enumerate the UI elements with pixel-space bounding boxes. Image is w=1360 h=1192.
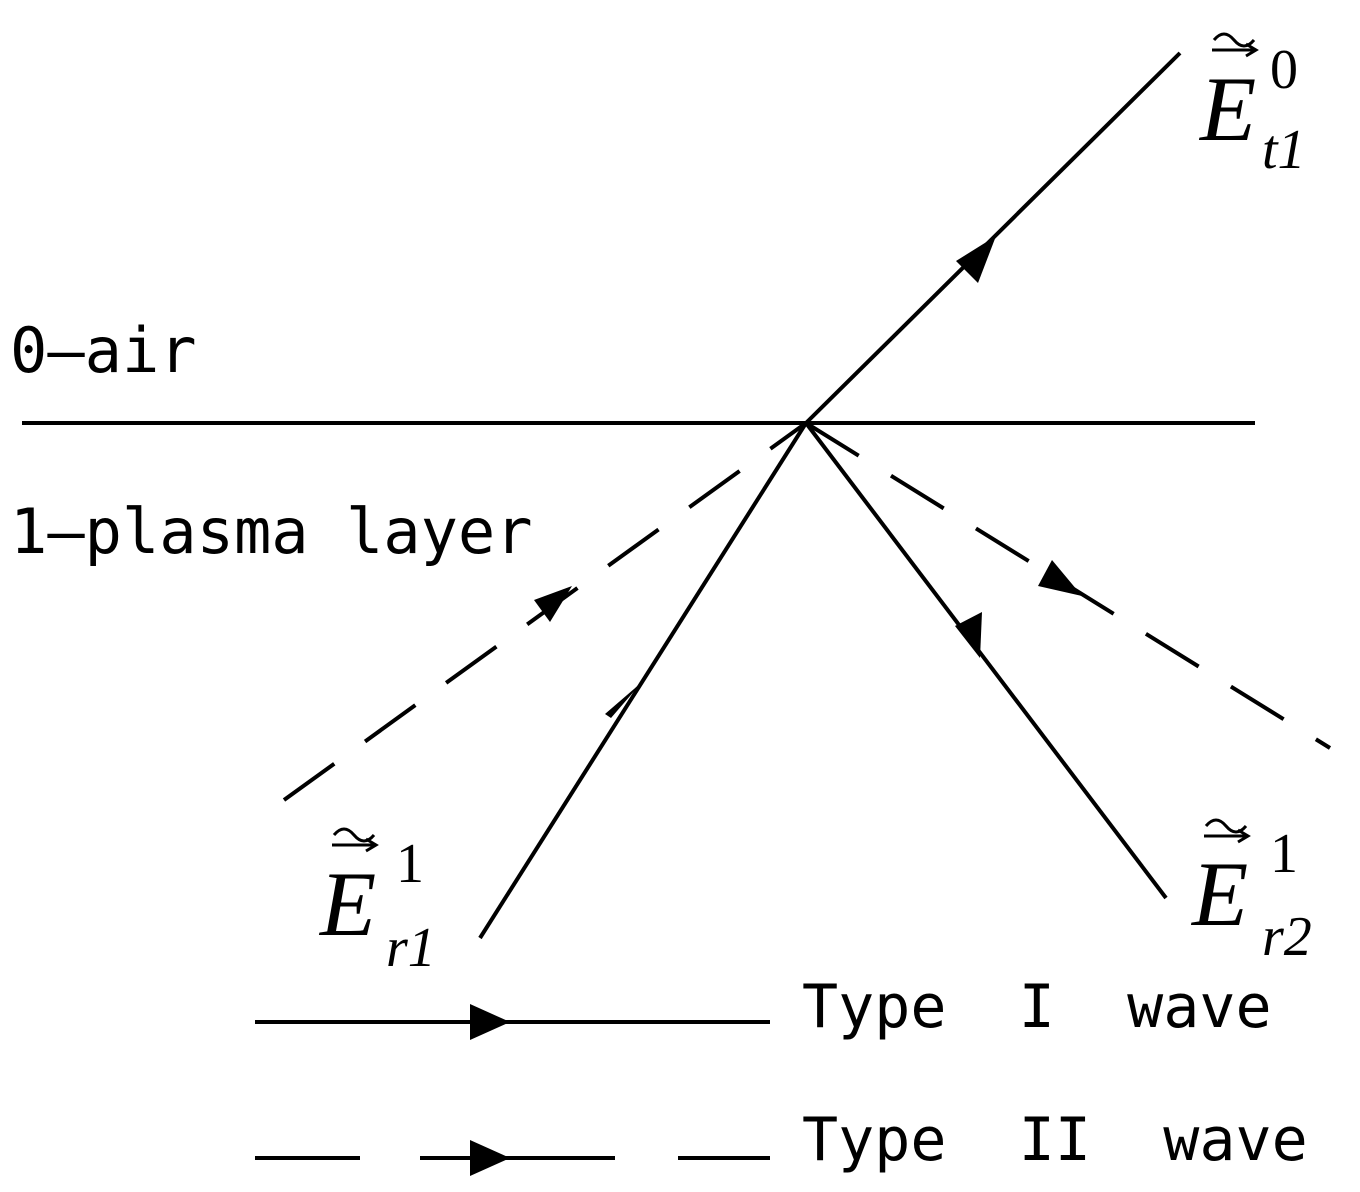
label-reflected: E 1 r2 bbox=[1190, 818, 1312, 968]
incident-ray-arrow bbox=[605, 682, 642, 718]
reflected-ray-type2-arrow bbox=[1038, 560, 1082, 596]
legend-type1-arrow bbox=[470, 1004, 510, 1040]
legend-type2-arrow bbox=[470, 1140, 510, 1176]
label-transmitted: E 0 t1 bbox=[1198, 32, 1306, 181]
label-reflected-base: E bbox=[1190, 843, 1248, 945]
reflected-ray-arrow bbox=[955, 612, 982, 658]
label-reflected-sub: r2 bbox=[1262, 906, 1312, 968]
legend-type2: Type II wave bbox=[255, 1105, 1308, 1176]
reflected-ray-type1 bbox=[804, 421, 1168, 900]
region-label-plasma: 1—plasma layer bbox=[10, 495, 533, 568]
transmitted-ray-arrow bbox=[956, 236, 996, 283]
label-incident-sub: r1 bbox=[386, 917, 436, 979]
legend-type2-label: Type II wave bbox=[802, 1105, 1308, 1175]
label-transmitted-sup: 0 bbox=[1270, 39, 1298, 101]
incident-ray-type1 bbox=[478, 421, 808, 940]
label-incident-sup: 1 bbox=[396, 833, 424, 895]
incident-ray-type2-arrow bbox=[534, 586, 572, 622]
label-incident: E 1 r1 bbox=[318, 827, 436, 979]
label-transmitted-sub: t1 bbox=[1262, 119, 1306, 181]
label-reflected-sup: 1 bbox=[1270, 823, 1298, 885]
label-incident-base: E bbox=[318, 853, 376, 955]
label-transmitted-base: E bbox=[1198, 58, 1256, 160]
vector-arrow-icon bbox=[1204, 828, 1251, 844]
legend-type1: Type I wave bbox=[255, 972, 1272, 1042]
vector-arrow-icon bbox=[332, 837, 379, 853]
vector-arrow-icon bbox=[1212, 42, 1259, 58]
region-label-air: 0—air bbox=[10, 314, 197, 387]
legend-type1-label: Type I wave bbox=[802, 972, 1272, 1042]
